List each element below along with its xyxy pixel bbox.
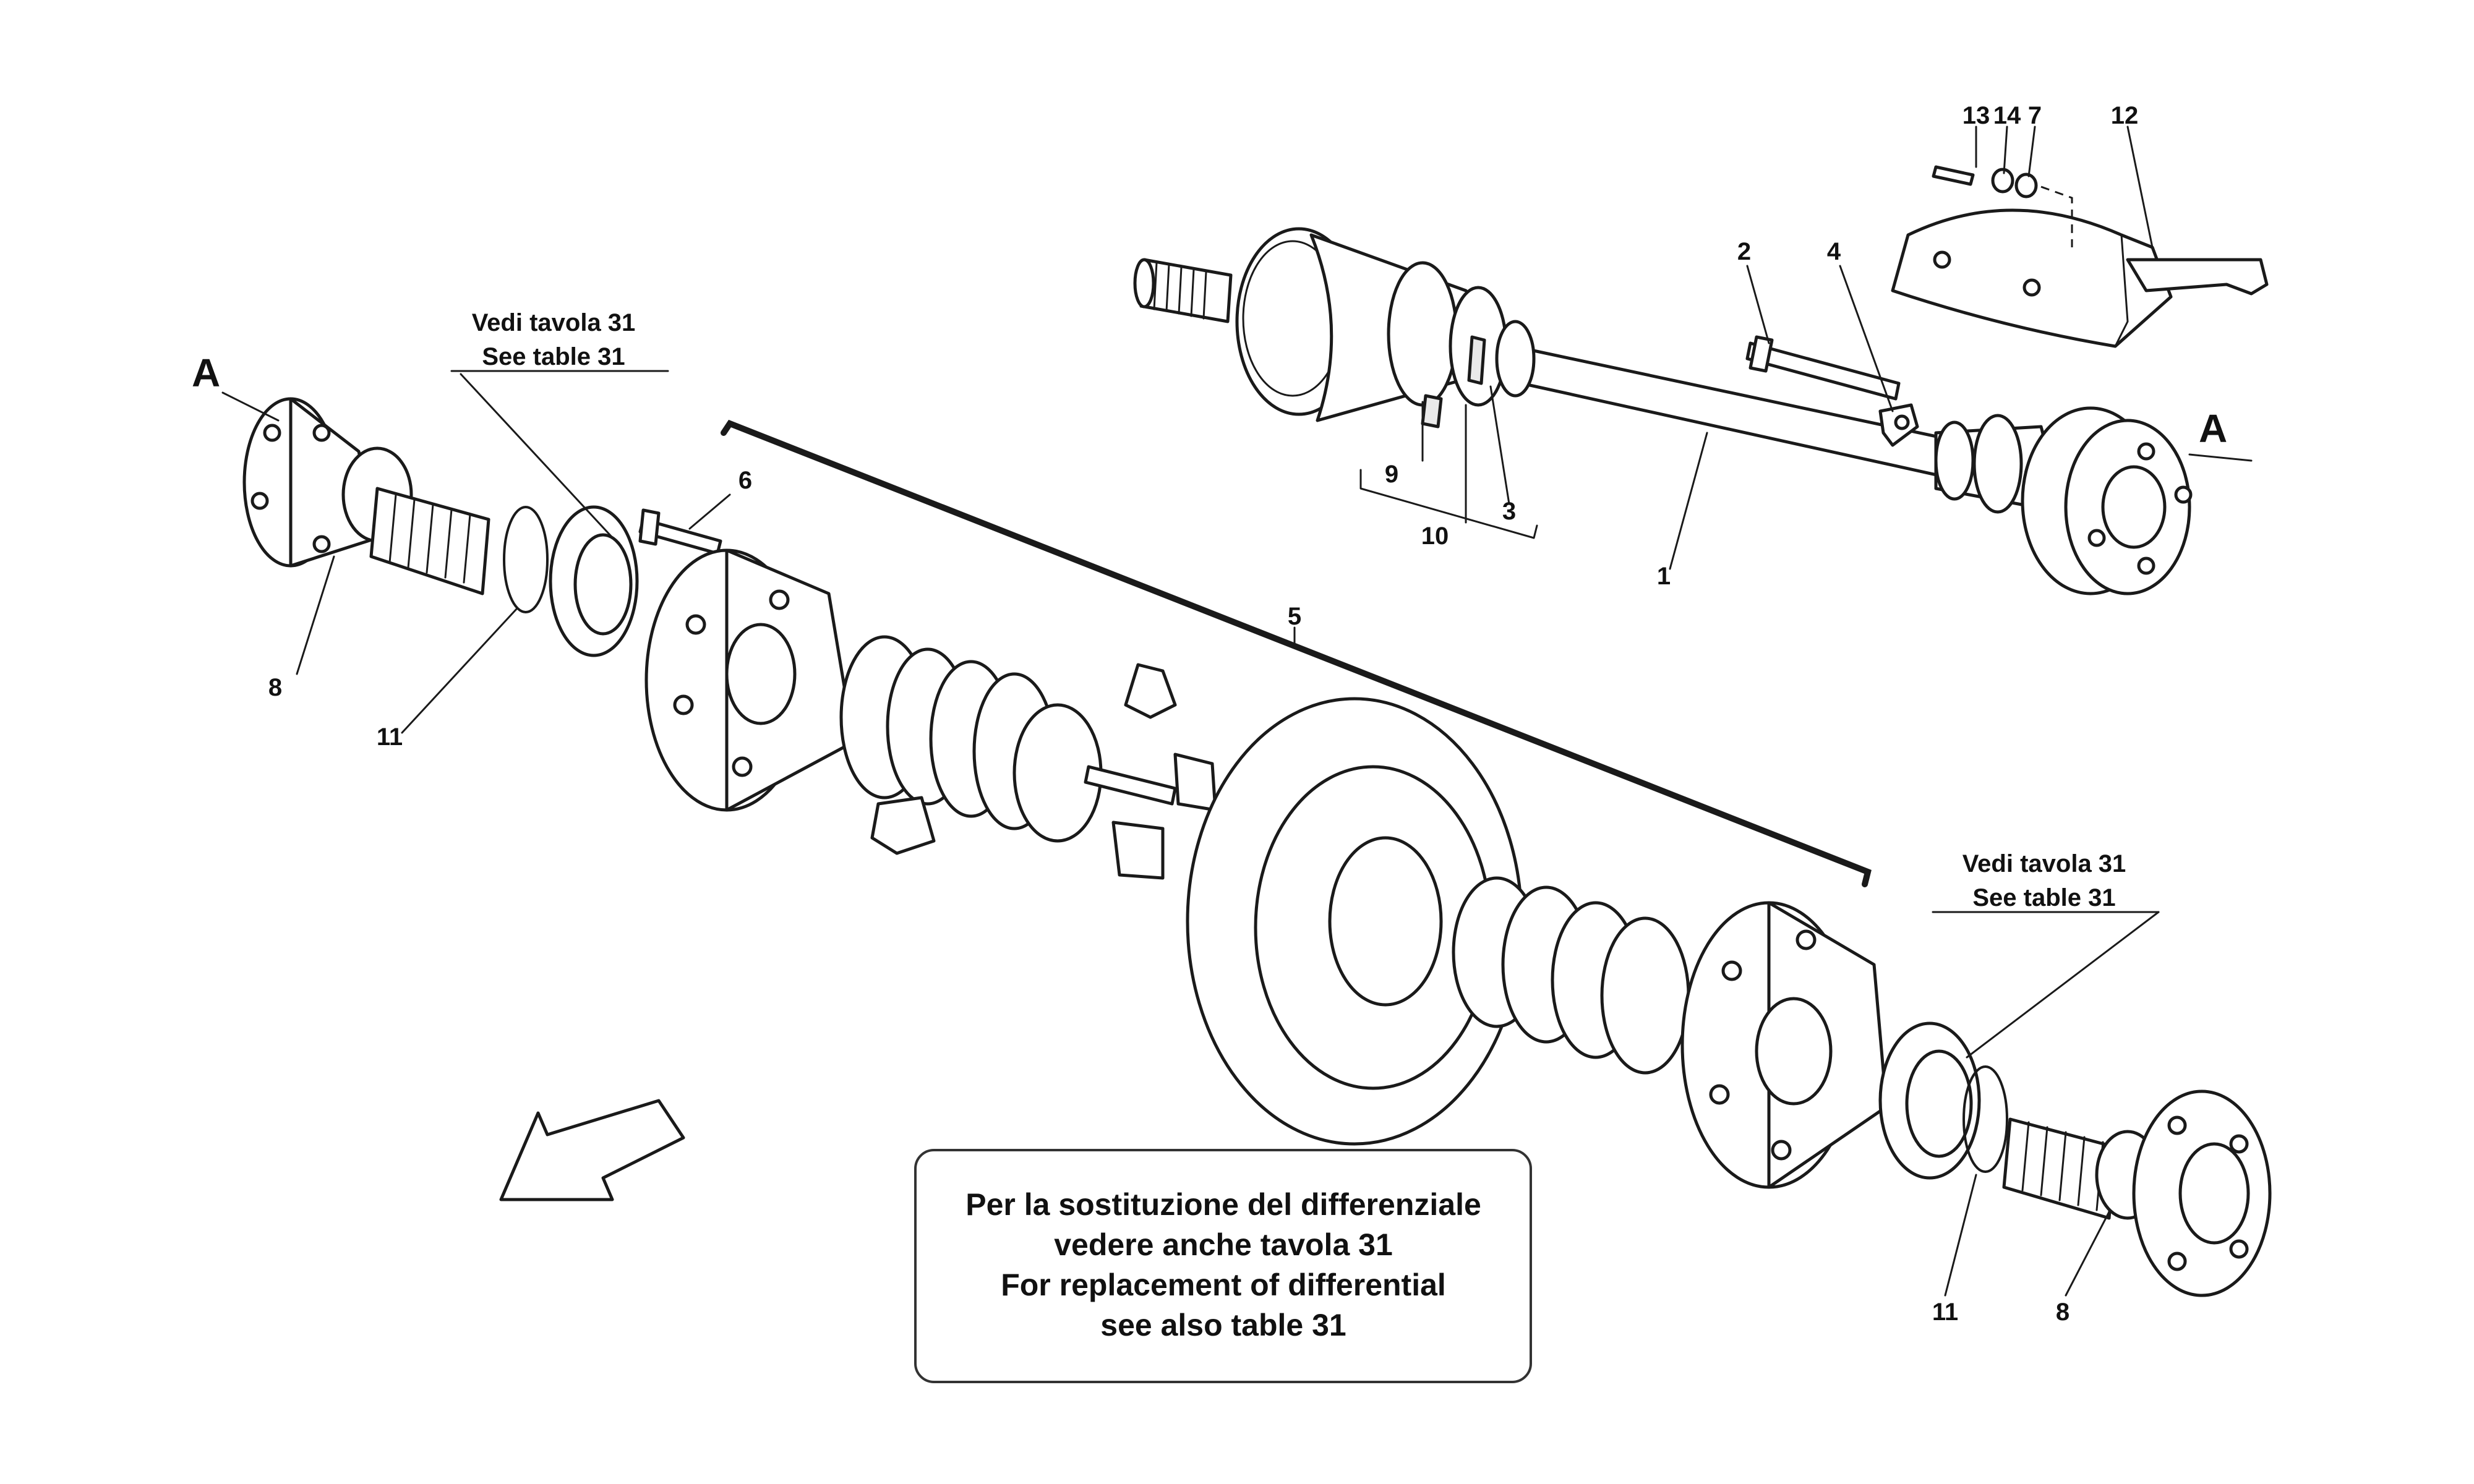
- note-line-2: vedere anche tavola 31: [1054, 1227, 1393, 1262]
- callout-1: 1: [1657, 563, 1671, 590]
- marker-a-right: A: [2199, 406, 2227, 451]
- callout-7: 7: [2028, 102, 2042, 129]
- callout-10: 10: [1421, 522, 1449, 550]
- part-5-bracket: [721, 419, 1872, 887]
- right-output-flange-assembly: [2002, 1090, 2272, 1297]
- front-direction-arrow-icon: [499, 1099, 685, 1201]
- part-9-10-3-bracket: [1359, 469, 1538, 539]
- note-line-1: Per la sostituzione del differenziale: [965, 1187, 1481, 1222]
- callout-6: 6: [738, 467, 752, 494]
- callout-3: 3: [1502, 498, 1516, 525]
- heat-shield-assembly: [1891, 165, 2269, 348]
- callout-4: 4: [1827, 238, 1841, 265]
- left-reference-italian: Vedi tavola 31: [472, 309, 636, 336]
- callout-13: 13: [1963, 102, 1990, 129]
- callout-12: 12: [2111, 102, 2139, 129]
- right-reference-italian: Vedi tavola 31: [1963, 850, 2126, 877]
- note-line-4: see also table 31: [1100, 1308, 1346, 1342]
- callout-2: 2: [1737, 238, 1751, 265]
- replacement-note-box: [914, 1149, 1532, 1383]
- callout-11-left: 11: [377, 723, 403, 751]
- left-output-flange-assembly: [242, 397, 722, 657]
- differential-assembly: [644, 548, 2008, 1189]
- callout-9: 9: [1385, 461, 1398, 488]
- callout-11-right: 11: [1932, 1298, 1958, 1326]
- callout-5: 5: [1288, 603, 1301, 630]
- callout-8-right: 8: [2056, 1298, 2070, 1326]
- callout-14: 14: [1993, 102, 2021, 129]
- callout-8-left: 8: [268, 674, 282, 701]
- left-reference-english: See table 31: [482, 343, 625, 370]
- note-line-3: For replacement of differential: [1001, 1268, 1446, 1302]
- marker-a-left: A: [192, 351, 220, 395]
- right-reference-english: See table 31: [1972, 884, 2115, 911]
- drive-shaft-assembly: [1133, 227, 2193, 595]
- leader-lines: [221, 126, 2253, 1297]
